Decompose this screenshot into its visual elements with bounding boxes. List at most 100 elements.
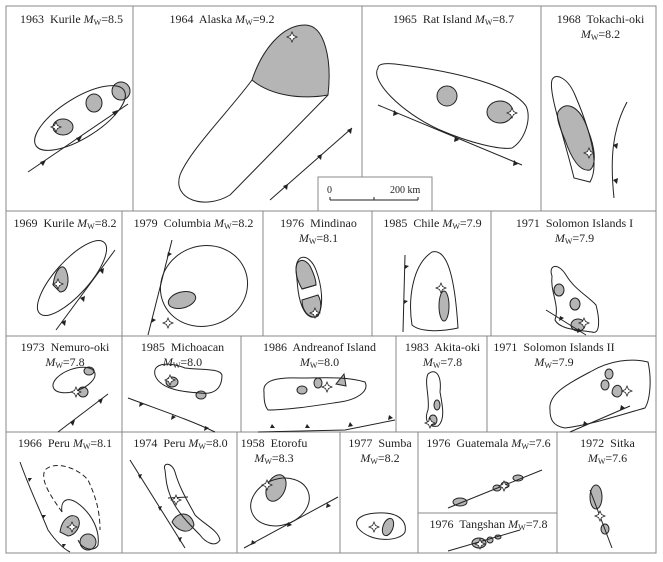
magnitude-value: 7.9	[558, 355, 574, 369]
magnitude-subscript: W	[518, 523, 526, 532]
event-year: 1971	[493, 340, 518, 354]
magnitude-subscript: W	[432, 361, 441, 370]
magnitude-symbol: M	[554, 231, 565, 245]
event-year: 1977	[348, 436, 373, 450]
magnitude-value: 8.2	[238, 216, 254, 230]
magnitude-value: 8.0	[187, 355, 203, 369]
event-year: 1976	[426, 436, 451, 450]
magnitude-value: 7.6	[535, 436, 551, 450]
magnitude-value: 7.9	[579, 231, 595, 245]
rupture-outlines	[34, 63, 651, 550]
event-name: Guatemala	[456, 436, 509, 450]
magnitude-value: 8.7	[499, 12, 515, 26]
event-year: 1979	[133, 216, 158, 230]
scale-bar-end-label: 200 km	[390, 185, 421, 196]
event-name: Alaska	[198, 12, 233, 26]
magnitude-subscript: W	[264, 457, 272, 466]
event-name: Sumba	[378, 436, 412, 450]
panel-grid	[5, 5, 657, 554]
magnitude-subscript: W	[308, 237, 317, 246]
magnitude-symbol: M	[254, 451, 265, 465]
magnitude-symbol: M	[298, 231, 309, 245]
trench-lines	[19, 101, 631, 553]
event-name: Andreanof Island	[292, 340, 376, 354]
magnitude-subscript: W	[484, 18, 493, 27]
magnitude-symbol: M	[442, 216, 453, 230]
event-name: Akita-oki	[434, 340, 481, 354]
panel-title: 1976 Tangshan MW=7.8	[429, 517, 548, 532]
magnitude-value: 8.0	[212, 436, 228, 450]
event-name: Etorofu	[270, 436, 308, 450]
magnitude-value: 8.3	[278, 451, 294, 465]
magnitude-subscript: W	[55, 361, 63, 370]
magnitude-symbol: M	[214, 216, 224, 230]
magnitude-value: 8.2	[101, 216, 117, 230]
magnitude-symbol: M	[534, 355, 545, 369]
magnitude-subscript: W	[198, 442, 206, 451]
asperities	[52, 24, 623, 551]
event-name: Michoacan	[170, 340, 225, 354]
event-year: 1976	[280, 216, 305, 230]
event-name: Peru	[47, 436, 70, 450]
event-name: Tangshan	[459, 517, 506, 531]
event-year: 1968	[556, 12, 581, 26]
scale-bar-start-label: 0	[327, 185, 332, 196]
magnitude-subscript: W	[309, 361, 318, 370]
event-year: 1986	[263, 340, 287, 354]
magnitude-symbol: M	[508, 517, 519, 531]
panel-title: 1985 Chile MW=7.9	[383, 216, 482, 231]
magnitude-symbol: M	[360, 451, 371, 465]
magnitude-symbol: M	[474, 12, 485, 26]
panel-title: 1974 Peru MW=8.0	[133, 436, 228, 451]
event-year: 1969	[13, 216, 38, 230]
panel-title: 1964 Alaska MW=9.2	[169, 12, 275, 27]
magnitude-subscript: W	[521, 442, 529, 451]
panel-title: 1969 Kurile MW=8.2	[13, 216, 117, 231]
magnitude-subscript: W	[370, 457, 378, 466]
magnitude-subscript: W	[224, 222, 232, 231]
magnitude-value: 7.6	[612, 451, 628, 465]
magnitude-subscript: W	[172, 361, 181, 370]
magnitude-subscript: W	[93, 18, 102, 27]
magnitude-subscript: W	[544, 361, 552, 370]
event-name: Solomon Islands I	[545, 216, 634, 230]
magnitude-value: 7.8	[447, 355, 463, 369]
magnitude-symbol: M	[72, 436, 83, 450]
epicenter-star-icons	[49, 30, 634, 551]
trench-triangles	[28, 110, 625, 548]
magnitude-subscript: W	[590, 33, 599, 42]
event-name: Nemuro-oki	[50, 340, 110, 354]
event-year: 1983	[404, 340, 429, 354]
event-year: 1965	[392, 12, 417, 26]
magnitude-value: 7.9	[466, 216, 482, 230]
event-name: Kurile	[50, 12, 81, 26]
scale-bar	[317, 176, 433, 212]
panel-title: 1963 Kurile MW=8.5	[20, 12, 123, 27]
event-name: Chile	[413, 216, 440, 230]
magnitude-value: 7.8	[69, 355, 85, 369]
event-year: 1964	[169, 12, 194, 26]
event-name: Columbia	[163, 216, 211, 230]
event-year: 1972	[580, 436, 605, 450]
event-year: 1973	[20, 340, 45, 354]
magnitude-subscript: W	[87, 222, 95, 231]
magnitude-value: 8.1	[97, 436, 113, 450]
event-name: Mindinao	[310, 216, 357, 230]
event-year: 1963	[20, 12, 44, 26]
event-name: Tokachi-oki	[586, 12, 645, 26]
magnitude-value: 8.2	[384, 451, 400, 465]
magnitude-symbol: M	[235, 12, 246, 26]
magnitude-symbol: M	[83, 12, 94, 26]
magnitude-subscript: W	[82, 442, 91, 451]
magnitude-symbol: M	[77, 216, 88, 230]
event-name: Sitka	[610, 436, 635, 450]
magnitude-symbol: M	[162, 355, 173, 369]
magnitude-subscript: W	[564, 237, 573, 246]
